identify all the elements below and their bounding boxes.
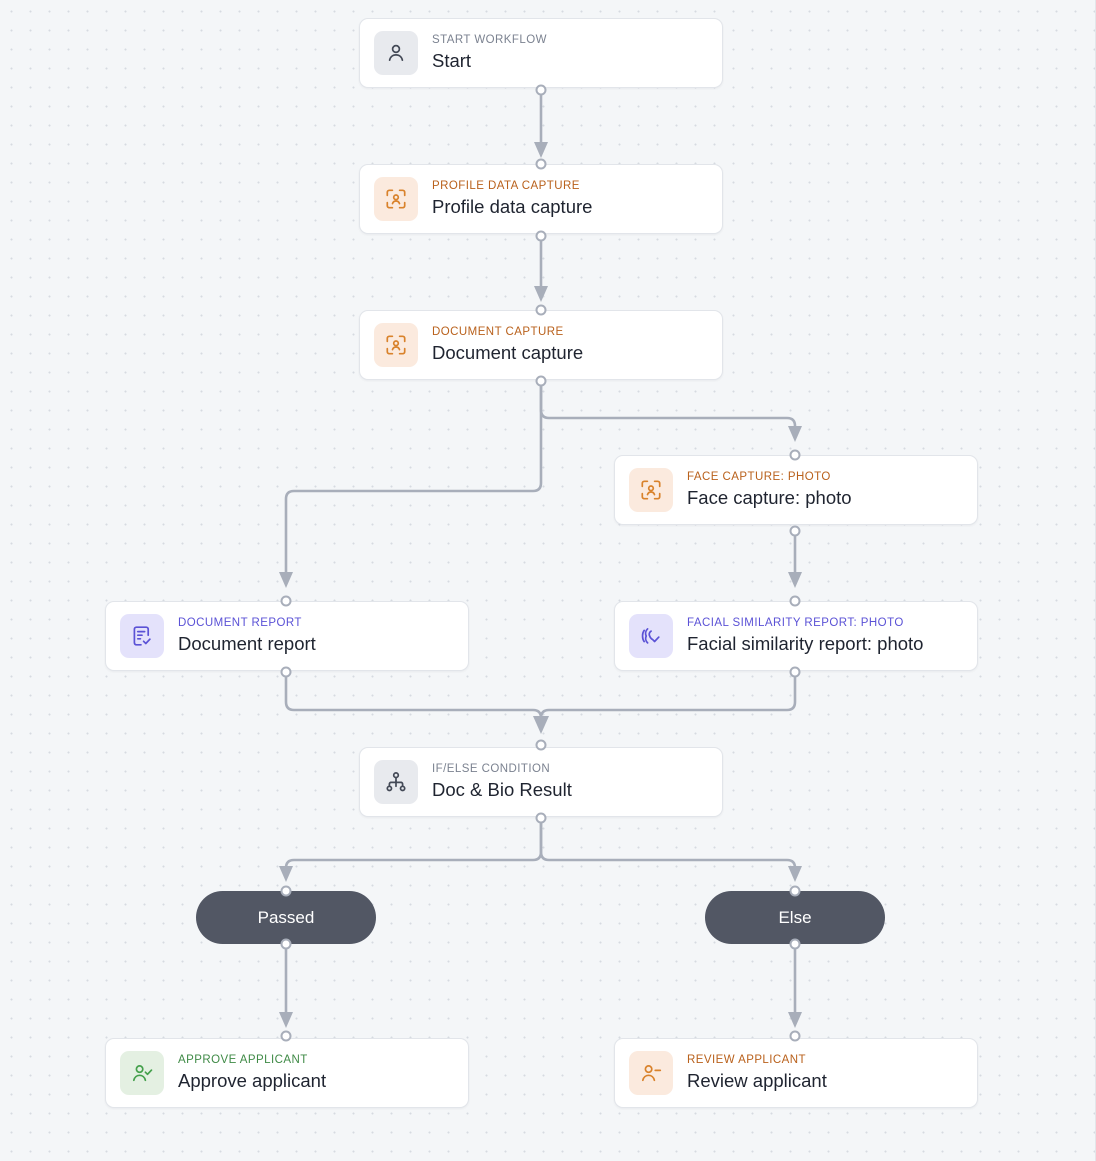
node-text: START WORKFLOW Start bbox=[432, 34, 547, 72]
edge-document-capture-to-document-report bbox=[284, 379, 543, 582]
face-scan-icon bbox=[629, 468, 673, 512]
port-profile-out[interactable] bbox=[535, 230, 547, 242]
node-approve-applicant[interactable]: APPROVE APPLICANT Approve applicant bbox=[105, 1038, 469, 1108]
node-title: Doc & Bio Result bbox=[432, 779, 572, 801]
node-kicker: REVIEW APPLICANT bbox=[687, 1053, 807, 1066]
arrowhead-review bbox=[788, 1012, 802, 1028]
node-title: Approve applicant bbox=[178, 1070, 327, 1092]
edge-condition-to-else bbox=[539, 816, 797, 876]
branch-pill-else[interactable]: Else bbox=[705, 891, 885, 944]
arrowhead-passed bbox=[279, 866, 293, 882]
port-document-report-in[interactable] bbox=[280, 595, 292, 607]
port-face-capture-in[interactable] bbox=[789, 449, 801, 461]
node-title: Start bbox=[432, 50, 472, 72]
port-facial-report-out[interactable] bbox=[789, 666, 801, 678]
node-kicker: DOCUMENT CAPTURE bbox=[432, 325, 564, 338]
node-text: PROFILE DATA CAPTURE Profile data captur… bbox=[432, 180, 592, 218]
node-start[interactable]: START WORKFLOW Start bbox=[359, 18, 723, 88]
node-title: Profile data capture bbox=[432, 196, 593, 218]
node-kicker: PROFILE DATA CAPTURE bbox=[432, 179, 580, 192]
node-text: APPROVE APPLICANT Approve applicant bbox=[178, 1054, 326, 1092]
node-profile-data-capture[interactable]: PROFILE DATA CAPTURE Profile data captur… bbox=[359, 164, 723, 234]
node-document-report[interactable]: DOCUMENT REPORT Document report bbox=[105, 601, 469, 671]
face-scan-icon bbox=[374, 177, 418, 221]
node-title: Review applicant bbox=[687, 1070, 827, 1092]
node-text: FACIAL SIMILARITY REPORT: PHOTO Facial s… bbox=[687, 617, 923, 655]
node-kicker: FACE CAPTURE: PHOTO bbox=[687, 470, 831, 483]
node-text: DOCUMENT REPORT Document report bbox=[178, 617, 316, 655]
document-check-icon bbox=[120, 614, 164, 658]
port-else-in[interactable] bbox=[789, 885, 801, 897]
node-text: DOCUMENT CAPTURE Document capture bbox=[432, 326, 583, 364]
arrowhead-face-capture bbox=[788, 426, 802, 442]
arrowhead-profile bbox=[534, 142, 548, 158]
edge-document-capture-to-face-capture bbox=[539, 379, 797, 436]
port-review-in[interactable] bbox=[789, 1030, 801, 1042]
node-document-capture[interactable]: DOCUMENT CAPTURE Document capture bbox=[359, 310, 723, 380]
node-title: Document capture bbox=[432, 342, 584, 364]
person-minus-icon bbox=[629, 1051, 673, 1095]
arrowhead-facial-report bbox=[788, 572, 802, 588]
port-document-capture-in[interactable] bbox=[535, 304, 547, 316]
port-approve-in[interactable] bbox=[280, 1030, 292, 1042]
node-review-applicant[interactable]: REVIEW APPLICANT Review applicant bbox=[614, 1038, 978, 1108]
node-kicker: IF/ELSE CONDITION bbox=[432, 762, 551, 775]
person-icon bbox=[374, 31, 418, 75]
node-text: REVIEW APPLICANT Review applicant bbox=[687, 1054, 827, 1092]
node-face-capture-photo[interactable]: FACE CAPTURE: PHOTO Face capture: photo bbox=[614, 455, 978, 525]
branch-pill-passed[interactable]: Passed bbox=[196, 891, 376, 944]
port-document-report-out[interactable] bbox=[280, 666, 292, 678]
arrowhead-document-report bbox=[279, 572, 293, 588]
node-text: FACE CAPTURE: PHOTO Face capture: photo bbox=[687, 471, 852, 509]
edge-facial-report-to-condition bbox=[539, 670, 797, 726]
port-face-capture-out[interactable] bbox=[789, 525, 801, 537]
edge-condition-to-passed bbox=[284, 816, 543, 876]
port-facial-report-in[interactable] bbox=[789, 595, 801, 607]
node-kicker: FACIAL SIMILARITY REPORT: PHOTO bbox=[687, 616, 904, 629]
node-title: Face capture: photo bbox=[687, 487, 852, 509]
arrowhead-approve bbox=[279, 1012, 293, 1028]
port-condition-out[interactable] bbox=[535, 812, 547, 824]
node-title: Facial similarity report: photo bbox=[687, 633, 924, 655]
node-doc-bio-result[interactable]: IF/ELSE CONDITION Doc & Bio Result bbox=[359, 747, 723, 817]
person-check-icon bbox=[120, 1051, 164, 1095]
branch-icon bbox=[374, 760, 418, 804]
node-kicker: DOCUMENT REPORT bbox=[178, 616, 302, 629]
arrowhead-document-capture bbox=[534, 286, 548, 302]
arrowhead-else bbox=[788, 866, 802, 882]
node-kicker: APPROVE APPLICANT bbox=[178, 1053, 308, 1066]
node-text: IF/ELSE CONDITION Doc & Bio Result bbox=[432, 763, 572, 801]
node-kicker: START WORKFLOW bbox=[432, 33, 547, 46]
branch-pill-label: Passed bbox=[257, 908, 315, 927]
port-profile-in[interactable] bbox=[535, 158, 547, 170]
port-document-capture-out[interactable] bbox=[535, 375, 547, 387]
face-scan-icon bbox=[374, 323, 418, 367]
arrowhead-condition bbox=[533, 716, 549, 734]
port-passed-in[interactable] bbox=[280, 885, 292, 897]
node-facial-similarity-report-photo[interactable]: FACIAL SIMILARITY REPORT: PHOTO Facial s… bbox=[614, 601, 978, 671]
node-title: Document report bbox=[178, 633, 316, 655]
edge-document-report-to-condition bbox=[284, 670, 543, 726]
port-condition-in[interactable] bbox=[535, 739, 547, 751]
branch-pill-label: Else bbox=[778, 908, 812, 927]
face-similarity-check-icon bbox=[629, 614, 673, 658]
port-start-out[interactable] bbox=[535, 84, 547, 96]
port-passed-out[interactable] bbox=[280, 938, 292, 950]
port-else-out[interactable] bbox=[789, 938, 801, 950]
